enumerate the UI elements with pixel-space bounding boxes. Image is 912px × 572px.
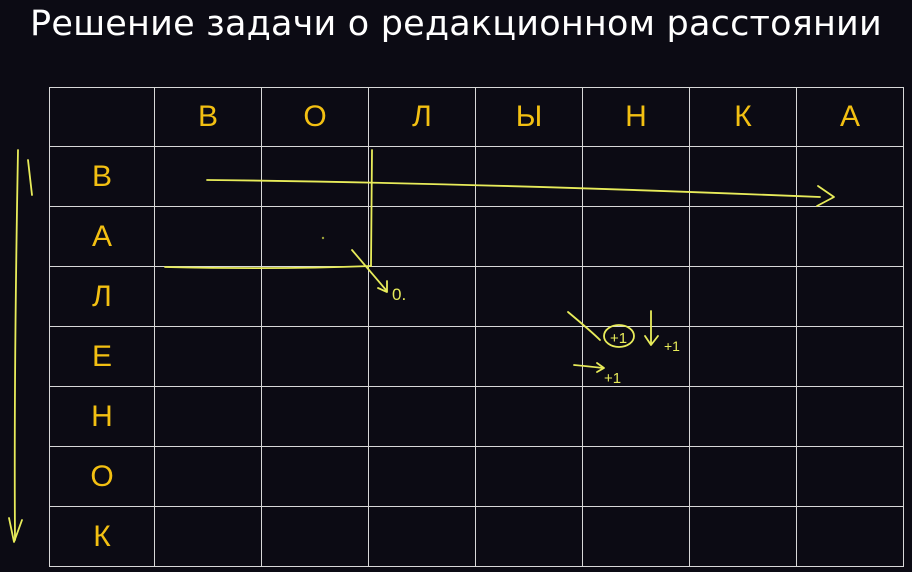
row-header-cell: К bbox=[49, 506, 155, 567]
table-cell bbox=[689, 446, 797, 507]
table-cell bbox=[475, 506, 583, 567]
table-cell bbox=[689, 386, 797, 447]
table-cell bbox=[582, 206, 690, 267]
table-cell bbox=[582, 146, 690, 207]
table-cell bbox=[475, 326, 583, 387]
table-cell bbox=[261, 326, 369, 387]
column-header-cell: В bbox=[154, 87, 262, 147]
corner-cell bbox=[49, 87, 155, 147]
left-arrow-tail-tick bbox=[27, 159, 33, 196]
table-row: Н bbox=[49, 386, 904, 447]
table-row: Л bbox=[49, 266, 904, 327]
table-cell bbox=[368, 386, 476, 447]
table-cell bbox=[475, 446, 583, 507]
table-cell bbox=[796, 386, 904, 447]
table-cell bbox=[689, 206, 797, 267]
table-cell bbox=[475, 386, 583, 447]
table-cell bbox=[261, 446, 369, 507]
column-header-cell: Л bbox=[368, 87, 476, 147]
edit-distance-table: В О Л Ы Н К А В А Л Е Н О К bbox=[49, 87, 904, 567]
table-cell bbox=[154, 206, 262, 267]
table-cell bbox=[582, 386, 690, 447]
table-cell bbox=[689, 506, 797, 567]
table-cell bbox=[368, 506, 476, 567]
table-cell bbox=[796, 446, 904, 507]
column-header-cell: Ы bbox=[475, 87, 583, 147]
table-row: А bbox=[49, 206, 904, 267]
left-vertical-arrow bbox=[13, 149, 19, 541]
table-cell bbox=[368, 206, 476, 267]
row-header-cell: О bbox=[49, 446, 155, 507]
row-header-cell: В bbox=[49, 146, 155, 207]
table-cell bbox=[154, 386, 262, 447]
column-header-cell: О bbox=[261, 87, 369, 147]
table-cell bbox=[582, 326, 690, 387]
table-cell bbox=[368, 266, 476, 327]
slide-title: Решение задачи о редакционном расстоянии bbox=[30, 4, 882, 44]
table-cell bbox=[368, 146, 476, 207]
table-cell bbox=[689, 266, 797, 327]
table-cell bbox=[368, 326, 476, 387]
table-cell bbox=[475, 266, 583, 327]
table-cell bbox=[582, 446, 690, 507]
table-cell bbox=[796, 266, 904, 327]
table-cell bbox=[796, 146, 904, 207]
table-cell bbox=[261, 146, 369, 207]
row-header-cell: А bbox=[49, 206, 155, 267]
table-cell bbox=[368, 446, 476, 507]
table-cell bbox=[261, 386, 369, 447]
column-header-cell: А bbox=[796, 87, 904, 147]
row-header-cell: Л bbox=[49, 266, 155, 327]
left-arrowhead bbox=[8, 517, 23, 543]
table-cell bbox=[154, 266, 262, 327]
table-cell bbox=[261, 206, 369, 267]
table-cell bbox=[475, 206, 583, 267]
table-cell bbox=[261, 506, 369, 567]
table-cell bbox=[796, 206, 904, 267]
table-cell bbox=[582, 506, 690, 567]
table-cell bbox=[796, 506, 904, 567]
table-cell bbox=[154, 326, 262, 387]
row-header-cell: Н bbox=[49, 386, 155, 447]
row-header-cell: Е bbox=[49, 326, 155, 387]
table-cell bbox=[796, 326, 904, 387]
table-header-row: В О Л Ы Н К А bbox=[49, 87, 904, 147]
table-row: О bbox=[49, 446, 904, 507]
table-row: Е bbox=[49, 326, 904, 387]
table-row: В bbox=[49, 146, 904, 207]
table-cell bbox=[154, 446, 262, 507]
table-cell bbox=[689, 146, 797, 207]
table-cell bbox=[261, 266, 369, 327]
table-cell bbox=[154, 146, 262, 207]
table-cell bbox=[582, 266, 690, 327]
column-header-cell: К bbox=[689, 87, 797, 147]
table-cell bbox=[475, 146, 583, 207]
table-row: К bbox=[49, 506, 904, 567]
table-cell bbox=[154, 506, 262, 567]
column-header-cell: Н bbox=[582, 87, 690, 147]
table-cell bbox=[689, 326, 797, 387]
